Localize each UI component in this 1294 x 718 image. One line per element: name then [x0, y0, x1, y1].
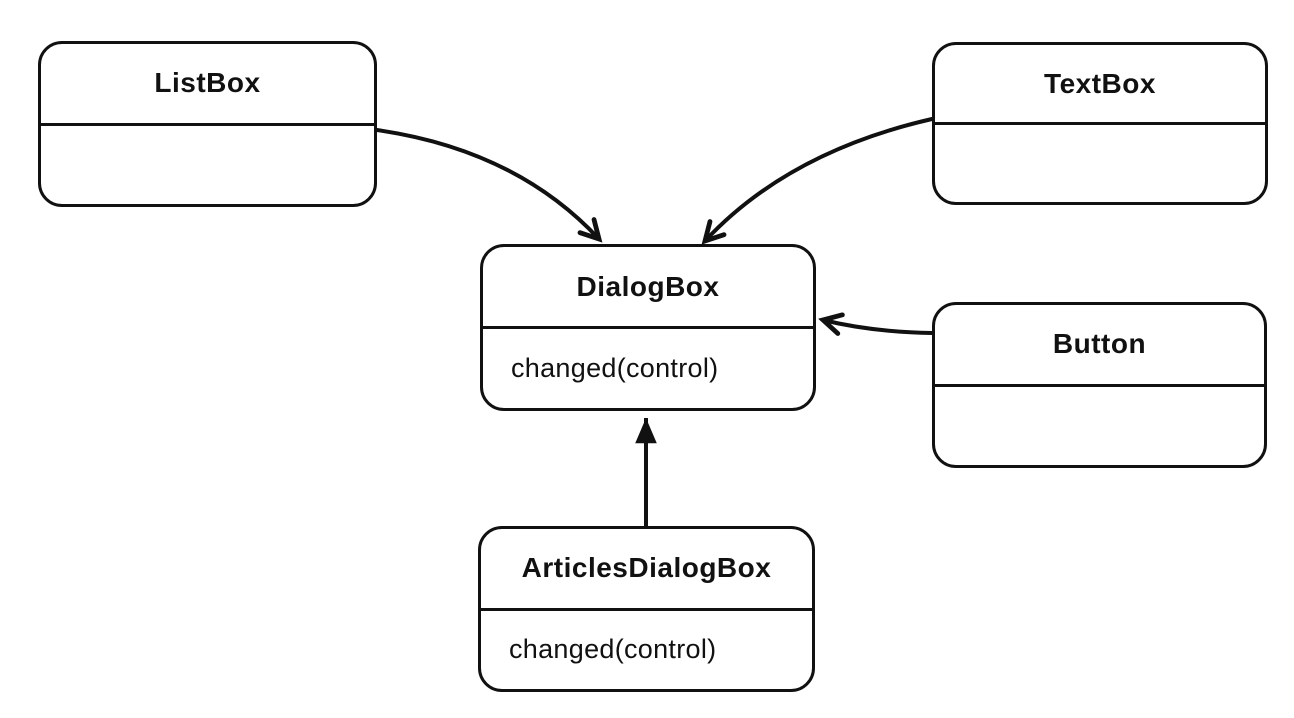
arrow-listbox-to-dialogbox	[375, 128, 603, 243]
class-method-compartment	[41, 126, 374, 205]
class-node-dialogbox: DialogBox changed(control)	[480, 244, 816, 411]
class-node-button: Button	[932, 302, 1267, 468]
class-title: ListBox	[41, 44, 374, 126]
class-title: Button	[935, 305, 1264, 387]
class-title: DialogBox	[483, 247, 813, 329]
class-node-listbox: ListBox	[38, 41, 377, 207]
class-method-compartment: changed(control)	[511, 353, 719, 383]
class-node-articlesdialogbox: ArticlesDialogBox changed(control)	[478, 526, 815, 692]
class-method-compartment	[935, 125, 1265, 202]
arrow-textbox-to-dialogbox	[701, 117, 934, 245]
class-method-compartment: changed(control)	[509, 634, 717, 665]
arrow-button-to-dialogbox	[818, 312, 934, 336]
class-title: ArticlesDialogBox	[481, 529, 812, 611]
class-title: TextBox	[935, 45, 1265, 125]
class-node-textbox: TextBox	[932, 42, 1268, 205]
class-method-compartment	[935, 387, 1264, 466]
